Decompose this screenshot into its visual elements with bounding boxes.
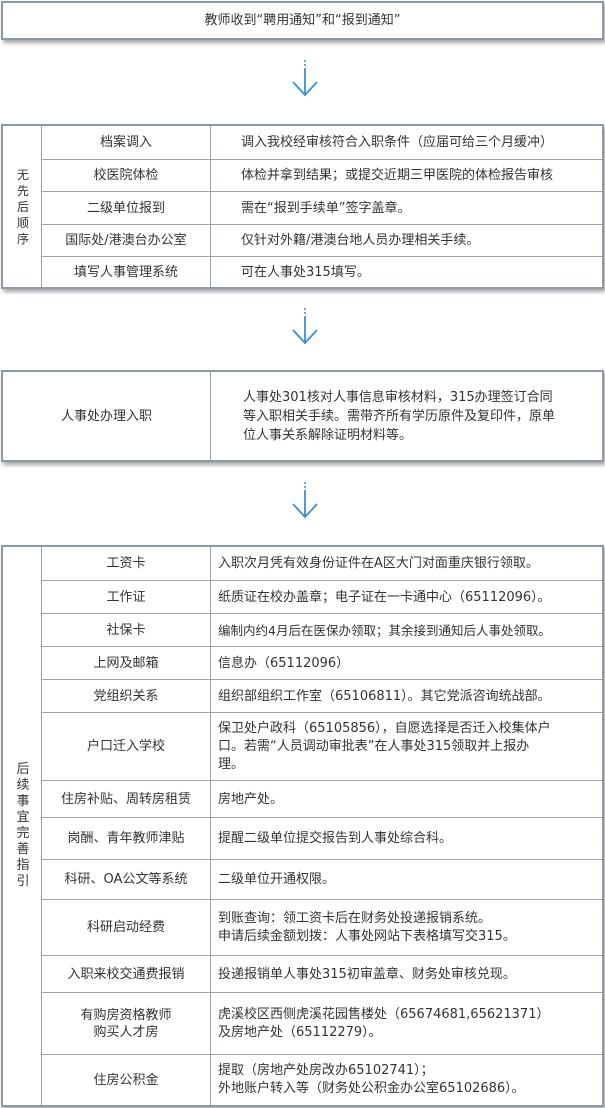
row-label: 二级单位报到 xyxy=(86,200,165,216)
row-label: 上网及邮箱 xyxy=(93,655,159,671)
down-arrow-icon xyxy=(292,482,318,519)
follow-up-section: 后续事宜完善指引 工资卡 入职次月凭有效身份证件在A区大门对面重庆银行领取。 工… xyxy=(1,545,604,1107)
row-value: 保卫处户政科（65105856），自愿选择是否迁入校集体户 口。若需“人员调动审… xyxy=(218,720,551,772)
row-label: 社保卡 xyxy=(106,622,146,638)
row-value: 投递报销单人事处315初审盖章、财务处审核兑现。 xyxy=(218,966,516,982)
down-arrow-icon xyxy=(292,308,318,345)
row-value: 提取（房地产处房改办65102741）； 外地账户转入等（财务处公积金办公室65… xyxy=(218,1063,525,1096)
top-box: 教师收到“聘用通知”和“报到通知” xyxy=(1,1,604,40)
row-label: 档案调入 xyxy=(99,135,152,150)
prerequisites-side-label: 无先后顺序 xyxy=(3,126,43,287)
onboarding-section: 人事处办理入职 人事处301核对人事信息审核材料，315办理签订合同 等入职相关… xyxy=(1,370,604,462)
row-value: 纸质证在校办盖章；电子证在一卡通中心（65112096）。 xyxy=(218,589,551,605)
row-label: 校医院体检 xyxy=(93,168,159,183)
row-label: 工作证 xyxy=(106,589,146,605)
row-value: 体检并拿到结果；或提交近期三甲医院的体检报告审核 xyxy=(241,168,554,183)
row-value: 编制内约4月后在医保办领取；其余接到通知后人事处领取。 xyxy=(218,622,551,638)
top-text: 教师收到“聘用通知”和“报到通知” xyxy=(204,13,401,28)
down-arrow-icon xyxy=(292,60,318,97)
row-label: 岗酬、青年教师津贴 xyxy=(67,831,185,846)
row-value: 二级单位开通权限。 xyxy=(218,872,336,887)
row-label: 住房公积金 xyxy=(93,1072,159,1088)
row-label: 住房补贴、周转房租赁 xyxy=(60,791,191,807)
row-value: 信息办（65112096） xyxy=(218,655,350,671)
follow-up-side-text: 后续事宜完善指引 xyxy=(16,762,30,889)
row-label: 国际处/港澳台办公室 xyxy=(65,233,187,248)
row-value: 房地产处。 xyxy=(218,791,284,807)
row-value: 需在“报到手续单”签字盖章。 xyxy=(241,200,411,216)
row-label: 户口迁入学校 xyxy=(86,739,165,754)
row-label: 党组织关系 xyxy=(93,688,159,704)
row-label: 科研启动经费 xyxy=(86,920,165,935)
row-value: 仅针对外籍/港澳台地人员办理相关手续。 xyxy=(241,233,480,248)
row-label: 有购房资格教师 购买人才房 xyxy=(80,1007,172,1040)
row-value: 提醒二级单位提交报告到人事处综合科。 xyxy=(218,831,453,846)
row-label: 科研、OA公文等系统 xyxy=(64,872,188,887)
prerequisites-side-text: 无先后顺序 xyxy=(16,167,29,246)
row-value: 组织部组织工作室（65106811）。其它党派咨询统战部。 xyxy=(218,688,551,704)
prerequisites-section: 无先后顺序 档案调入 调入我校经审核符合入职条件（应届可给三个月缓冲） 校医院体… xyxy=(1,124,604,289)
row-value: 虎溪校区西侧虎溪花园售楼处（65674681,65621371） 及房地产处（6… xyxy=(218,1006,550,1040)
row-value: 入职次月凭有效身份证件在A区大门对面重庆银行领取。 xyxy=(218,556,539,571)
row-value: 调入我校经审核符合入职条件（应届可给三个月缓冲） xyxy=(241,135,554,150)
onboarding-label: 人事处办理入职 xyxy=(60,408,152,424)
row-value: 到账查询：领工资卡后在财务处投递报销系统。 申请后续金额划拨：人事处网站下表格填… xyxy=(218,910,516,944)
follow-up-side-label: 后续事宜完善指引 xyxy=(3,547,43,1105)
row-value: 可在人事处315填写。 xyxy=(241,264,370,280)
row-label: 入职来校交通费报销 xyxy=(67,966,185,982)
onboarding-value: 人事处301核对人事信息审核材料，315办理签订合同 等入职相关手续。需带齐所有… xyxy=(243,389,556,443)
row-label: 工资卡 xyxy=(106,556,146,571)
row-label: 填写人事管理系统 xyxy=(73,264,178,280)
